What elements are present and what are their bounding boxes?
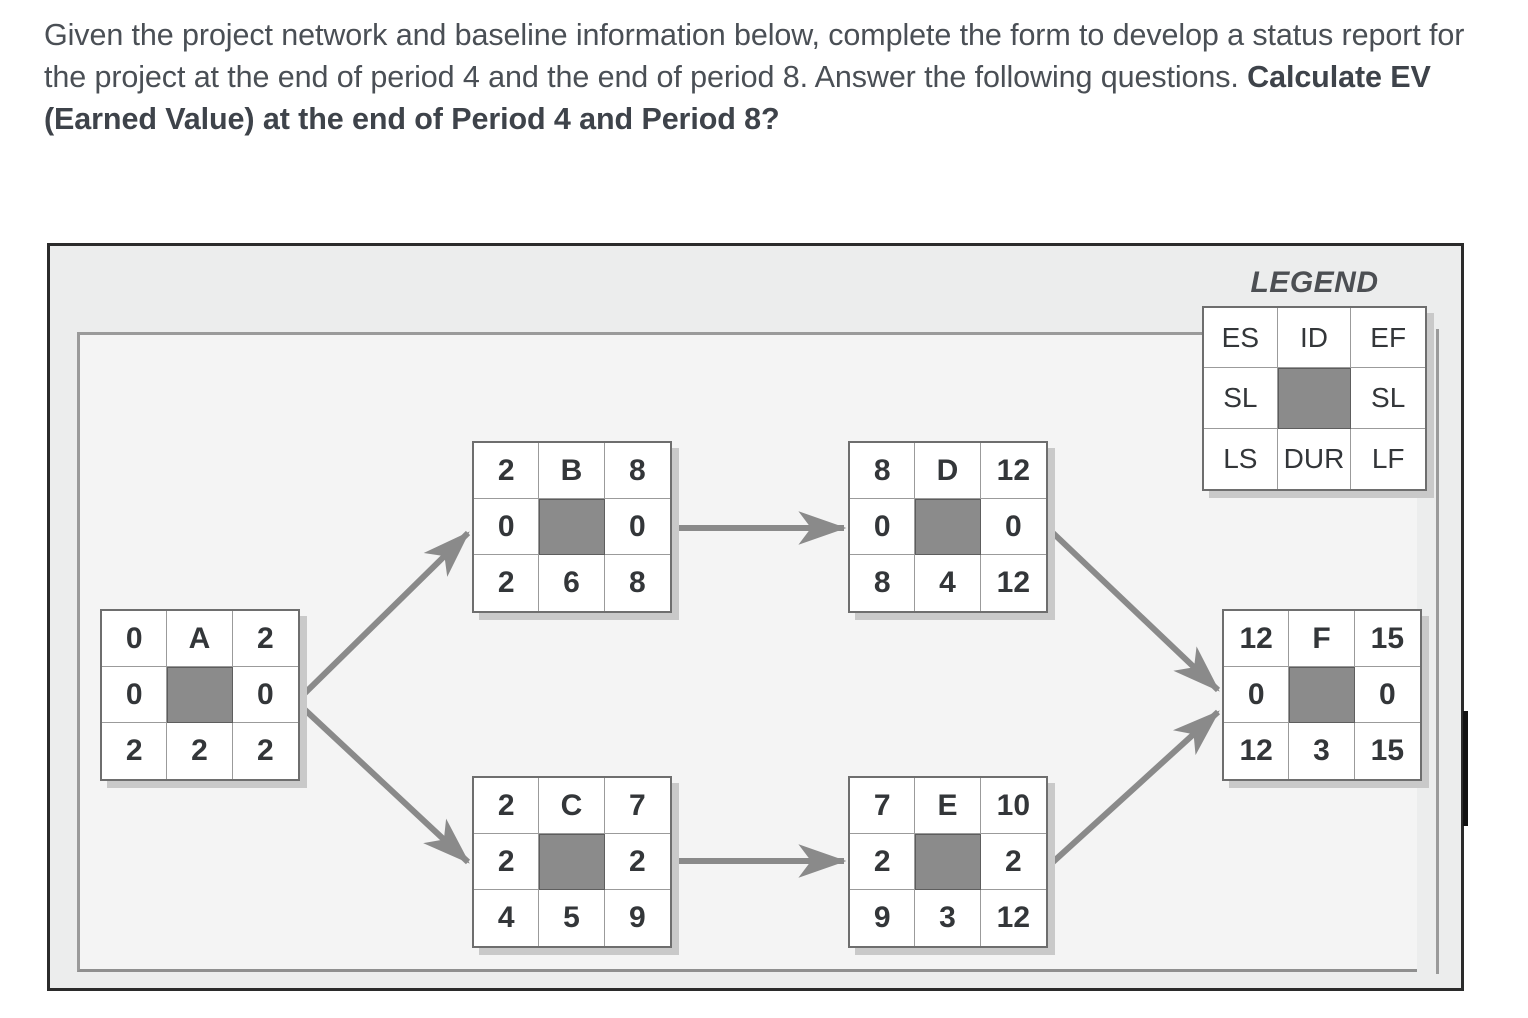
node-cell-id-a: A xyxy=(167,611,233,667)
node-cell-slack-right-b: 0 xyxy=(604,499,670,555)
node-cell-ef-d: 12 xyxy=(980,443,1046,499)
node-cell-center-shaded-e xyxy=(915,834,981,890)
node-cell-id-f: F xyxy=(1289,611,1355,667)
node-cell-slack-right-f: 0 xyxy=(1354,667,1420,723)
legend-cell-lf: LF xyxy=(1371,442,1405,474)
node-cell-es-e: 7 xyxy=(850,778,916,834)
node-cell-ls-f: 12 xyxy=(1224,723,1290,779)
node-cell-ef-a: 2 xyxy=(232,611,298,667)
legend-cell-id: ID xyxy=(1277,308,1352,369)
node-cell-ef-b: 8 xyxy=(604,443,670,499)
node-cell-ef-f: 15 xyxy=(1354,611,1420,667)
node-cell-slack-left-d: 0 xyxy=(850,499,916,555)
legend-cell-sl-right: SL xyxy=(1351,368,1425,429)
node-cell-center-shaded-f xyxy=(1289,667,1355,723)
node-cell-lf-e: 12 xyxy=(996,901,1031,934)
node-cell-slack-right-c: 2 xyxy=(604,834,670,890)
node-cell-ls-b: 2 xyxy=(474,555,540,611)
node-cell-ef-c: 7 xyxy=(604,778,670,834)
node-cell-dur-c: 5 xyxy=(539,890,605,946)
legend-cell-es: ES xyxy=(1204,308,1278,369)
node-cell-center-shaded-b xyxy=(539,499,605,555)
legend-cell-ef: EF xyxy=(1351,308,1425,369)
node-cell-slack-left-a: 0 xyxy=(102,667,168,723)
node-cell-lf-f: 15 xyxy=(1370,734,1405,767)
node-cell-lf-d: 12 xyxy=(996,566,1031,599)
node-cell-es-b: 2 xyxy=(474,443,540,499)
node-cell-id-e: E xyxy=(915,778,981,834)
node-cell-es-c: 2 xyxy=(474,778,540,834)
node-cell-dur-a: 2 xyxy=(167,723,233,779)
legend-cell-center-shaded xyxy=(1277,368,1352,429)
node-cell-slack-left-f: 0 xyxy=(1224,667,1290,723)
node-cell-lf-c: 9 xyxy=(628,901,646,934)
node-cell-slack-left-e: 2 xyxy=(850,834,916,890)
node-cell-slack-left-b: 0 xyxy=(474,499,540,555)
node-cell-ls-e: 9 xyxy=(850,890,916,946)
node-cell-es-a: 0 xyxy=(102,611,168,667)
node-cell-ls-a: 2 xyxy=(102,723,168,779)
node-cell-ls-c: 4 xyxy=(474,890,540,946)
scrollbar-thumb[interactable] xyxy=(1463,711,1468,826)
node-cell-dur-e: 3 xyxy=(915,890,981,946)
node-cell-id-d: D xyxy=(915,443,981,499)
node-cell-slack-right-a: 0 xyxy=(232,667,298,723)
node-cell-dur-d: 4 xyxy=(915,555,981,611)
node-cell-id-b: B xyxy=(539,443,605,499)
node-cell-slack-left-c: 2 xyxy=(474,834,540,890)
figure-left-gutter xyxy=(50,246,73,988)
legend-grid: ES ID EF SL SL LS DUR LF xyxy=(1202,306,1427,491)
legend-cell-dur: DUR xyxy=(1278,428,1352,489)
node-cell-center-shaded-d xyxy=(915,499,981,555)
node-cell-dur-f: 3 xyxy=(1289,723,1355,779)
legend: LEGEND ES ID EF SL SL LS DUR LF xyxy=(1202,266,1427,491)
node-cell-slack-right-e: 2 xyxy=(980,834,1046,890)
legend-title: LEGEND xyxy=(1250,266,1379,299)
node-cell-id-c: C xyxy=(539,778,605,834)
legend-cell-ls: LS xyxy=(1204,428,1278,489)
node-cell-center-shaded-a xyxy=(167,667,233,723)
node-cell-slack-right-d: 0 xyxy=(980,499,1046,555)
node-cell-center-shaded-c xyxy=(539,834,605,890)
node-cell-es-f: 12 xyxy=(1224,611,1290,667)
node-cell-dur-b: 6 xyxy=(539,555,605,611)
node-cell-lf-b: 8 xyxy=(628,566,646,599)
prompt-text-bold: Calculate EV (Earned Value) at the end o… xyxy=(44,60,1431,137)
node-cell-lf-a: 2 xyxy=(256,734,274,767)
prompt-text-plain: Given the project network and baseline i… xyxy=(44,18,1465,95)
legend-cell-sl-left: SL xyxy=(1204,368,1278,429)
node-cell-ls-d: 8 xyxy=(850,555,916,611)
node-cell-es-d: 8 xyxy=(850,443,916,499)
node-cell-ef-e: 10 xyxy=(980,778,1046,834)
panel-right-rule xyxy=(1436,329,1439,974)
question-prompt: Given the project network and baseline i… xyxy=(44,14,1494,140)
